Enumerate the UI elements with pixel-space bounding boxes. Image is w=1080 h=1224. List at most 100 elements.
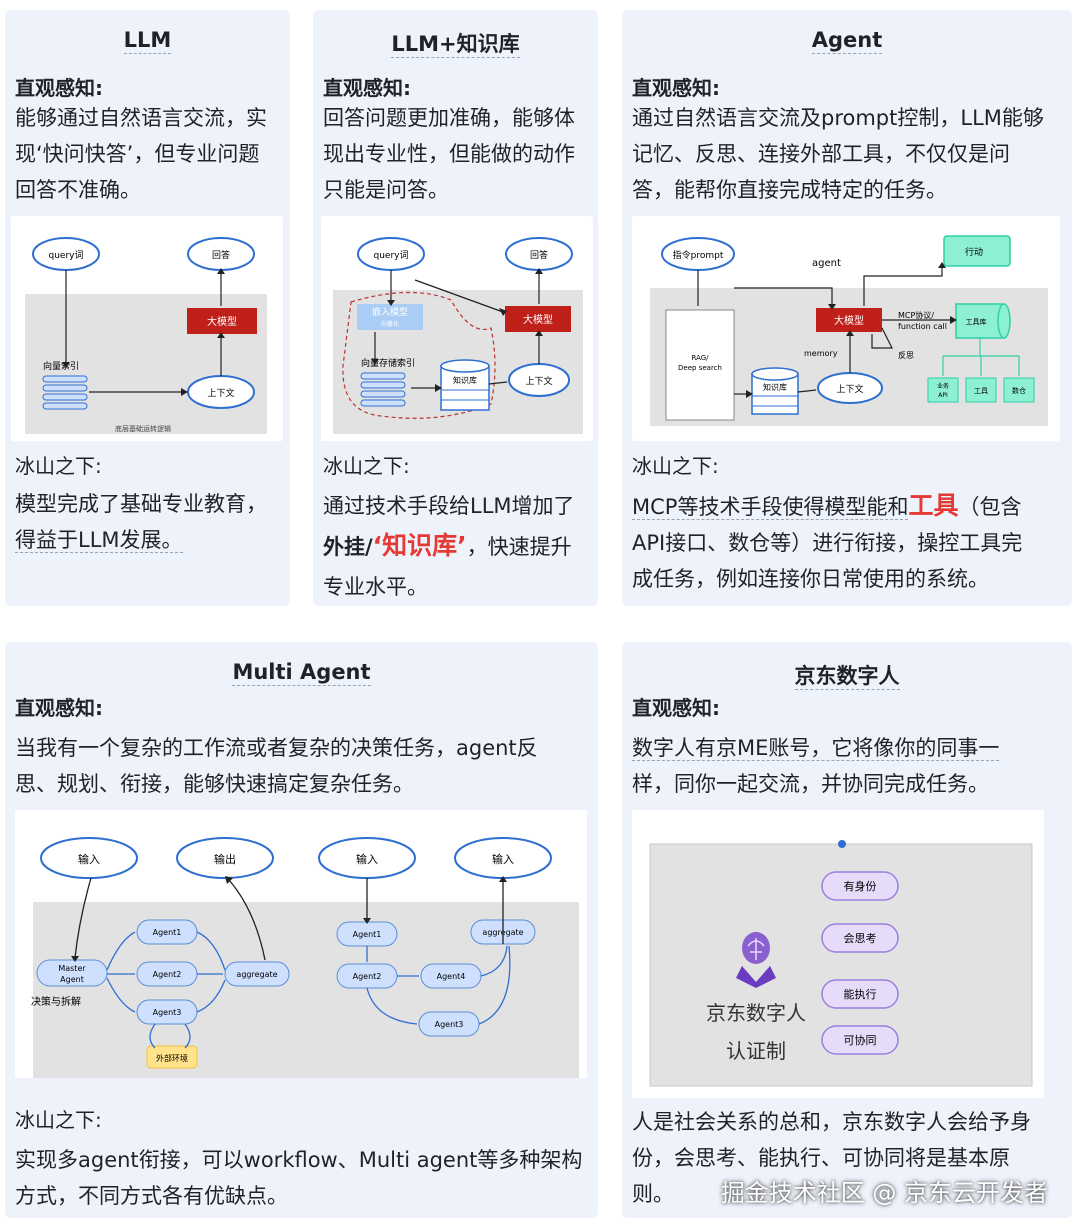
master-label-1: Master (58, 964, 86, 973)
biz-label-2: API (938, 392, 948, 399)
intuition-label: 直观感知: (632, 76, 720, 100)
card-llm: LLM 直观感知: 能够通过自然语言交流，实 现‘快问快答’，但专业问题 回答不… (5, 10, 290, 606)
warehouse-box (1003, 377, 1035, 403)
pill-identity (821, 871, 899, 901)
card-title: 京东数字人 (794, 664, 900, 690)
index-stack-icon (360, 372, 406, 407)
pill-execute (821, 979, 899, 1009)
toolbox-label: 工具库 (966, 317, 987, 326)
context-label: 上下文 (207, 387, 234, 399)
memory-label: memory (804, 349, 838, 358)
below-label: 冰山之下: (15, 1108, 102, 1132)
card-agent: Agent 直观感知: 通过自然语言交流及prompt控制，LLM能够 记忆、反… (622, 10, 1072, 606)
model-box (816, 308, 882, 332)
llm-kb-diagram: query词 回答 嵌入模型 向量化 大模型 向量存储索引 知识库 (321, 216, 593, 441)
jd-human-diagram: 京东数字人 认证制 有身份 会思考 能执行 可协同 (632, 810, 1044, 1098)
agent1-label-left: Agent1 (153, 928, 182, 937)
intuition-label: 直观感知: (15, 696, 103, 720)
index-label: 向量存储索引 (361, 357, 415, 369)
below-text: MCP等技术手段使得模型能和工具（包含 API接口、数仓等）进行衔接，操控工具完… (632, 491, 1023, 591)
pill-collaborate-label: 可协同 (844, 1033, 877, 1047)
query-label: query词 (49, 250, 84, 261)
master-agent-pill (36, 959, 108, 987)
name-line-2: 认证制 (726, 1039, 786, 1063)
output-ellipse (176, 837, 274, 879)
model-label: 大模型 (834, 314, 864, 327)
prompt-label: 指令prompt (673, 249, 724, 261)
below-text: 模型完成了基础专业教育， 得益于LLM发展。 (15, 492, 267, 553)
context-label: 上下文 (836, 383, 863, 395)
external-label: 外部环境 (156, 1053, 188, 1063)
input-ellipse-left (40, 837, 138, 879)
tool-box (965, 377, 997, 403)
agent3-label-right: Agent3 (435, 1020, 464, 1029)
card-title: Agent (811, 28, 883, 54)
card-llm-kb: LLM+知识库 直观感知: 回答问题更加准确，能够体 现出专业性，但能做的动作 … (313, 10, 598, 606)
input-label-left: 输入 (78, 852, 100, 866)
model-box (505, 306, 571, 332)
intuition-label: 直观感知: (15, 76, 103, 100)
input-label-mid: 输入 (356, 852, 378, 866)
intuition-text: 当我有一个复杂的工作流或者复杂的决策任务，agent反 思、规划、衔接，能够快速… (15, 736, 538, 796)
agent2-label-right: Agent2 (353, 972, 382, 981)
kb-database-icon (440, 359, 490, 411)
answer-label: 回答 (212, 249, 230, 261)
query-label: query词 (374, 250, 409, 261)
intuition-label: 直观感知: (632, 696, 720, 720)
index-label: 向量索引 (43, 360, 79, 372)
kb-highlight: ‘知识库’ (372, 531, 467, 560)
toolbox-cylinder-icon (955, 303, 1011, 339)
below-label: 冰山之下: (632, 454, 719, 478)
action-box (943, 235, 1011, 267)
card-title: LLM (123, 28, 172, 54)
diagram-caption: 底层基础运转逻辑 (115, 424, 171, 433)
below-label: 冰山之下: (15, 454, 102, 478)
rag-box (665, 309, 735, 421)
reflect-label: 反思 (898, 350, 914, 360)
below-label: 冰山之下: (323, 454, 410, 478)
tool-label: 工具 (974, 387, 988, 395)
llm-diagram: query词 回答 大模型 向量索引 上下文 底层基础运转逻辑 (11, 216, 283, 441)
bottom-text: 人是社会关系的总和，京东数字人会给予身 份，会思考、能执行、可协同将是基本原 则… (632, 1110, 1031, 1206)
below-text: 通过技术手段给LLM增加了 外挂/‘知识库’，快速提升 专业水平。 (323, 494, 575, 599)
decide-label: 决策与拆解 (31, 995, 81, 1008)
agent-diagram: 指令prompt agent 行动 RAG/ Deep search 大模型 M… (632, 216, 1060, 441)
aggregate-pill-left (224, 961, 290, 987)
pill-identity-label: 有身份 (844, 879, 877, 893)
embed-sub-label: 向量化 (381, 320, 399, 328)
agent-label: agent (812, 258, 841, 269)
biz-label-1: 业务 (937, 382, 949, 390)
rag-label-1: RAG/ (691, 354, 709, 362)
input-label-right: 输入 (492, 852, 514, 866)
card-multi-agent: Multi Agent 直观感知: 当我有一个复杂的工作流或者复杂的决策任务，a… (5, 642, 598, 1218)
tool-highlight: 工具 (908, 491, 959, 520)
model-label: 大模型 (523, 313, 553, 326)
intuition-label: 直观感知: (323, 76, 411, 100)
pill-execute-label: 能执行 (844, 987, 877, 1001)
card-jd-digital-human: 京东数字人 直观感知: 数字人有京ME账号，它将像你的同事一 样，同你一起交流，… (622, 642, 1072, 1218)
pill-collaborate (821, 1025, 899, 1055)
agent3-label-left: Agent3 (153, 1008, 182, 1017)
index-stack-icon (42, 375, 88, 410)
intuition-text: 回答问题更加准确，能够体 现出专业性，但能做的动作 只能是问答。 (323, 106, 575, 202)
agent4-label: Agent4 (437, 972, 466, 981)
master-label-2: Agent (60, 975, 84, 984)
site-watermark: 掘金技术社区 @ 京东云开发者 (720, 1179, 1048, 1207)
agent2-label-left: Agent2 (153, 970, 182, 979)
context-label: 上下文 (525, 375, 552, 387)
output-label: 输出 (214, 852, 236, 866)
card-title: LLM+知识库 (391, 32, 520, 58)
selection-handle (838, 840, 846, 848)
biz-api-box (927, 377, 959, 403)
digital-human-icon (736, 932, 776, 988)
warehouse-label: 数仓 (1012, 386, 1026, 395)
intuition-text: 数字人有京ME账号，它将像你的同事一 样，同你一起交流，并协同完成任务。 (632, 736, 1000, 796)
embed-region (342, 291, 496, 419)
intuition-text: 通过自然语言交流及prompt控制，LLM能够 记忆、反思、连接外部工具，不仅仅… (632, 106, 1044, 202)
name-line-1: 京东数字人 (706, 1001, 806, 1025)
embed-box (357, 304, 423, 330)
action-label: 行动 (965, 246, 983, 258)
answer-label: 回答 (530, 249, 548, 261)
card-title: Multi Agent (232, 660, 371, 686)
multi-agent-diagram: 输入 输出 输入 输入 Master Agent 决策与拆解 Agent1 Ag… (15, 810, 587, 1078)
